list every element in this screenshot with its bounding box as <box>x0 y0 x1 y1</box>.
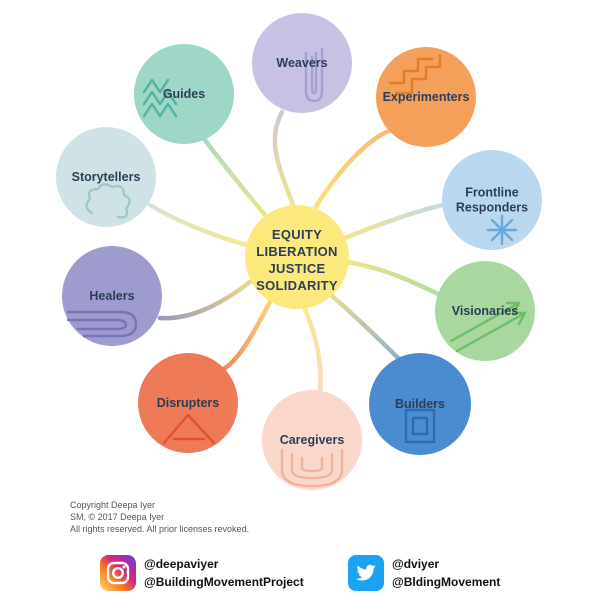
role-storytellers: Storytellers <box>56 127 156 227</box>
cloud-squiggle-icon <box>85 183 131 219</box>
twitter-handle-personal[interactable]: @dviyer <box>392 557 440 571</box>
center-line-1: EQUITY <box>272 227 322 242</box>
nested-u-icon <box>280 448 344 488</box>
center-node: EQUITY LIBERATION JUSTICE SOLIDARITY <box>245 205 349 309</box>
role-label-disrupters: Disrupters <box>157 396 220 410</box>
arrows-icon <box>449 301 527 353</box>
role-builders: Builders <box>369 353 471 455</box>
stem-storytellers <box>147 202 250 248</box>
role-caregivers: Caregivers <box>262 390 362 490</box>
role-visionaries: Visionaries <box>435 261 535 361</box>
stem-visionaries <box>344 259 443 298</box>
role-experimenters: Experimenters <box>376 47 476 147</box>
copyright-notice: Copyright Deepa Iyer SM, © 2017 Deepa Iy… <box>70 499 249 535</box>
copyright-line-2: SM, © 2017 Deepa Iyer <box>70 512 165 522</box>
stairs-icon <box>388 53 442 95</box>
role-circle-disrupters <box>138 353 238 453</box>
role-circle-guides <box>134 44 234 144</box>
twitter-contact[interactable]: @dviyer @BldingMovement <box>348 555 500 591</box>
role-circle-experimenters <box>376 47 476 147</box>
copyright-line-3: All rights reserved. All prior licenses … <box>70 524 250 534</box>
role-weavers: Weavers <box>252 13 352 113</box>
instagram-contact[interactable]: @deepaviyer @BuildingMovementProject <box>100 555 304 591</box>
stems-layer <box>147 109 446 395</box>
nested-squares-icon <box>404 408 436 444</box>
center-line-3: JUSTICE <box>268 261 325 276</box>
role-healers: Healers <box>62 246 162 346</box>
role-label-experimenters: Experimenters <box>383 90 470 104</box>
role-label-guides: Guides <box>163 87 205 101</box>
weave-icon <box>304 47 324 103</box>
roles-layer: WeaversExperimentersFrontlineRespondersV… <box>56 13 542 490</box>
twitter-handle-project[interactable]: @BldingMovement <box>392 575 501 589</box>
stem-guides <box>202 137 268 218</box>
instagram-icon <box>100 555 136 591</box>
twitter-icon <box>348 555 384 591</box>
center-line-4: SOLIDARITY <box>256 278 338 293</box>
center-circle <box>245 205 349 309</box>
instagram-handle-personal[interactable]: @deepaviyer <box>144 557 219 571</box>
role-label-caregivers: Caregivers <box>280 433 345 447</box>
center-line-2: LIBERATION <box>256 244 337 259</box>
role-label-builders: Builders <box>395 397 445 411</box>
role-label-healers: Healers <box>89 289 134 303</box>
stem-weavers <box>272 109 296 208</box>
copyright-line-1: Copyright Deepa Iyer <box>70 500 156 510</box>
instagram-handle-project[interactable]: @BuildingMovementProject <box>144 575 304 589</box>
stem-caregivers <box>302 306 323 395</box>
stem-experimenters <box>312 127 395 211</box>
role-label-visionaries: Visionaries <box>452 304 519 318</box>
role-guides: Guides <box>134 44 234 144</box>
spiral-icon <box>66 310 138 338</box>
role-disrupters: Disrupters <box>138 353 238 453</box>
role-label-frontline-responders-1: Frontline <box>465 186 519 200</box>
zigzag-icon <box>142 78 178 118</box>
role-label-weavers: Weavers <box>276 56 327 70</box>
triangle-icon <box>162 413 216 445</box>
stem-healers <box>157 279 253 321</box>
stem-disrupters <box>219 299 273 373</box>
stem-builders <box>329 293 403 363</box>
asterisk-icon <box>486 214 518 246</box>
stem-frontline-responders <box>342 202 446 241</box>
role-circle-caregivers <box>262 390 362 490</box>
role-label-frontline-responders-2: Responders <box>456 201 528 215</box>
role-circle-weavers <box>252 13 352 113</box>
role-circle-frontline-responders <box>442 150 542 250</box>
role-label-storytellers: Storytellers <box>72 170 141 184</box>
role-circle-storytellers <box>56 127 156 227</box>
social-change-ecosystem-diagram: WeaversExperimentersFrontlineRespondersV… <box>56 13 542 490</box>
role-circle-builders <box>369 353 471 455</box>
